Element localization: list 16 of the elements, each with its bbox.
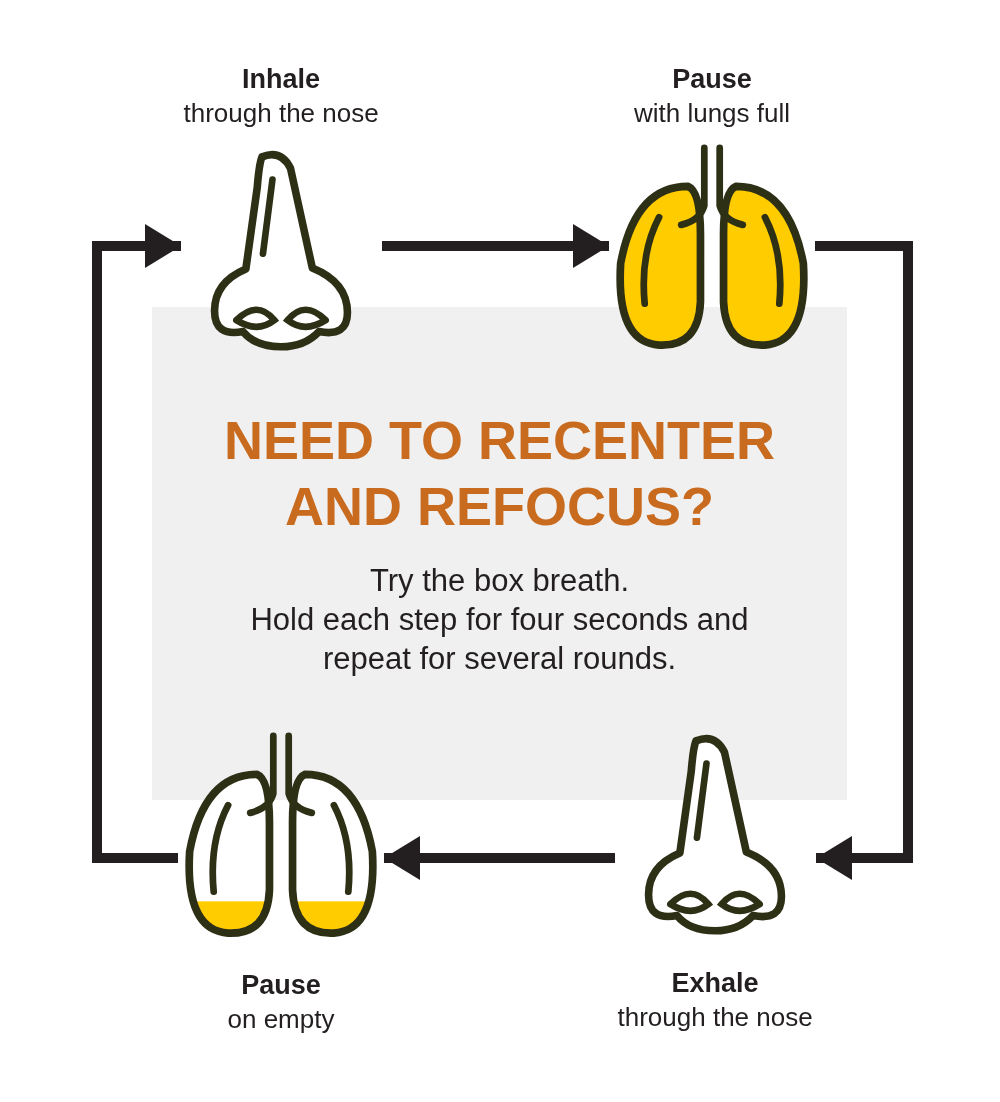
step-heading: Exhale <box>671 967 759 1000</box>
arrow <box>815 241 913 880</box>
step-description: on empty <box>227 1003 335 1036</box>
info-panel <box>152 307 847 800</box>
instruction-text: Hold each step for four seconds and repeat for several rounds. <box>249 601 750 678</box>
step-description: with lungs full <box>633 97 791 130</box>
step-heading: Inhale <box>242 63 321 96</box>
step-heading: Pause <box>241 969 321 1002</box>
step-heading: Pause <box>672 63 752 96</box>
arrow <box>92 224 181 863</box>
arrow <box>382 224 609 268</box>
panel-heading: NEED TO RECENTER AND REFOCUS? <box>222 409 777 538</box>
instruction-text: Try the box breath. <box>368 562 630 600</box>
step-description: through the nose <box>183 97 379 130</box>
step-description: through the nose <box>617 1001 813 1034</box>
arrow <box>384 836 615 880</box>
